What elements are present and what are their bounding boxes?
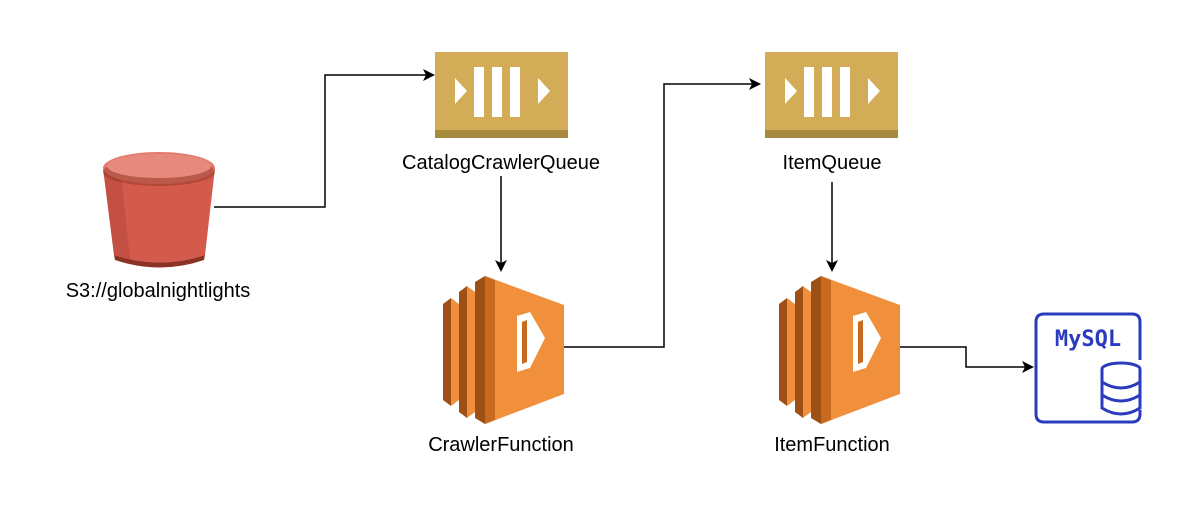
edge-crawler-function-to-item-queue (563, 78, 761, 348)
item-function-icon (779, 276, 900, 424)
mysql-database-icon: MySQL (1034, 312, 1142, 424)
catalog-queue-icon (435, 52, 568, 138)
crawler-function-icon (443, 276, 564, 424)
s3-bucket-label: S3://globalnightlights (65, 280, 251, 302)
s3-bucket-icon (103, 152, 215, 268)
item-function-label: ItemFunction (774, 434, 890, 456)
edges (214, 69, 1034, 373)
mysql-label: MySQL (1055, 327, 1121, 352)
catalog-queue-label: CatalogCrawlerQueue (402, 152, 600, 174)
edge-item-function-to-mysql (899, 346, 1034, 373)
item-queue-icon (765, 52, 898, 138)
crawler-function-label: CrawlerFunction (428, 434, 574, 456)
edge-s3-to-catalog-queue (214, 69, 435, 208)
item-queue-label: ItemQueue (782, 152, 882, 174)
